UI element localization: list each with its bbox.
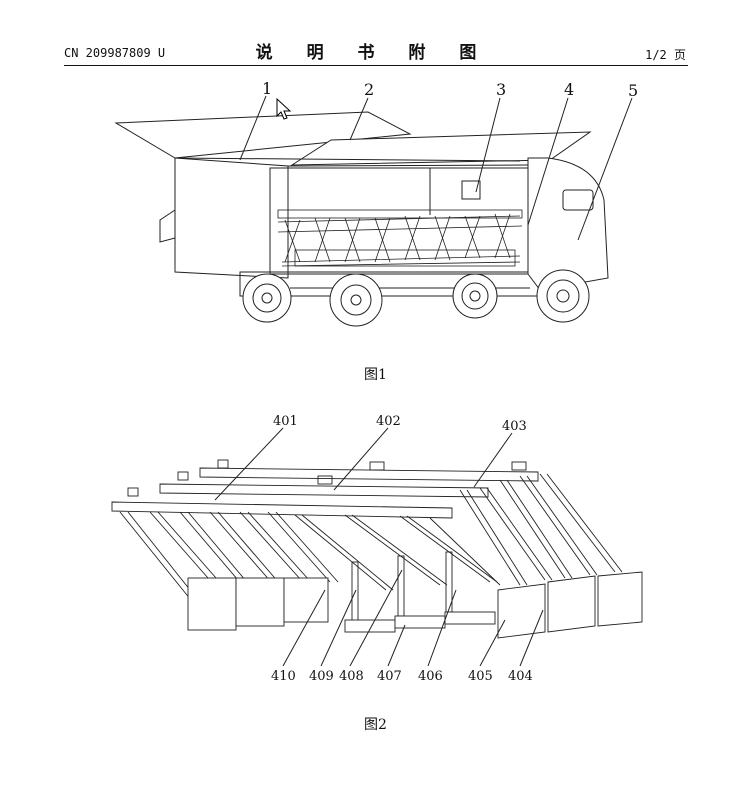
fig2-label-404: 404 <box>508 669 533 684</box>
header-rule <box>64 65 688 66</box>
page-number: 1/2 页 <box>645 48 686 62</box>
fig2-label-402: 402 <box>376 414 401 429</box>
arrow-cursor-icon <box>276 98 292 120</box>
page-title: 说 明 书 附 图 <box>255 43 491 63</box>
patent-number: CN 209987809 U <box>64 46 166 60</box>
control-box <box>461 180 481 200</box>
fig1-label-4: 4 <box>564 80 574 99</box>
fig2-label-403: 403 <box>502 419 527 434</box>
wheel-front-left <box>242 273 292 323</box>
rack-frame <box>111 459 643 639</box>
fig2-label-408: 408 <box>339 669 364 684</box>
fig1-label-3: 3 <box>496 80 506 99</box>
fig1-label-2: 2 <box>364 80 374 99</box>
fig2-label-401: 401 <box>273 414 298 429</box>
wheel-middle-right <box>452 273 498 319</box>
fig2-label-405: 405 <box>468 669 493 684</box>
box-door <box>174 157 289 279</box>
folded-racks <box>277 209 523 267</box>
fig2-label-407: 407 <box>377 669 402 684</box>
fig1-label-1: 1 <box>262 79 272 98</box>
wheel-middle-left <box>329 273 383 327</box>
figure-2-caption: 图2 <box>364 717 387 733</box>
fig2-label-410: 410 <box>271 669 296 684</box>
wheel-rear <box>536 269 590 323</box>
fig1-label-5: 5 <box>628 81 638 100</box>
fig2-label-406: 406 <box>418 669 443 684</box>
roof-panel-right <box>290 131 592 166</box>
fig2-label-409: 409 <box>309 669 334 684</box>
figure-1-caption: 图1 <box>364 367 387 383</box>
